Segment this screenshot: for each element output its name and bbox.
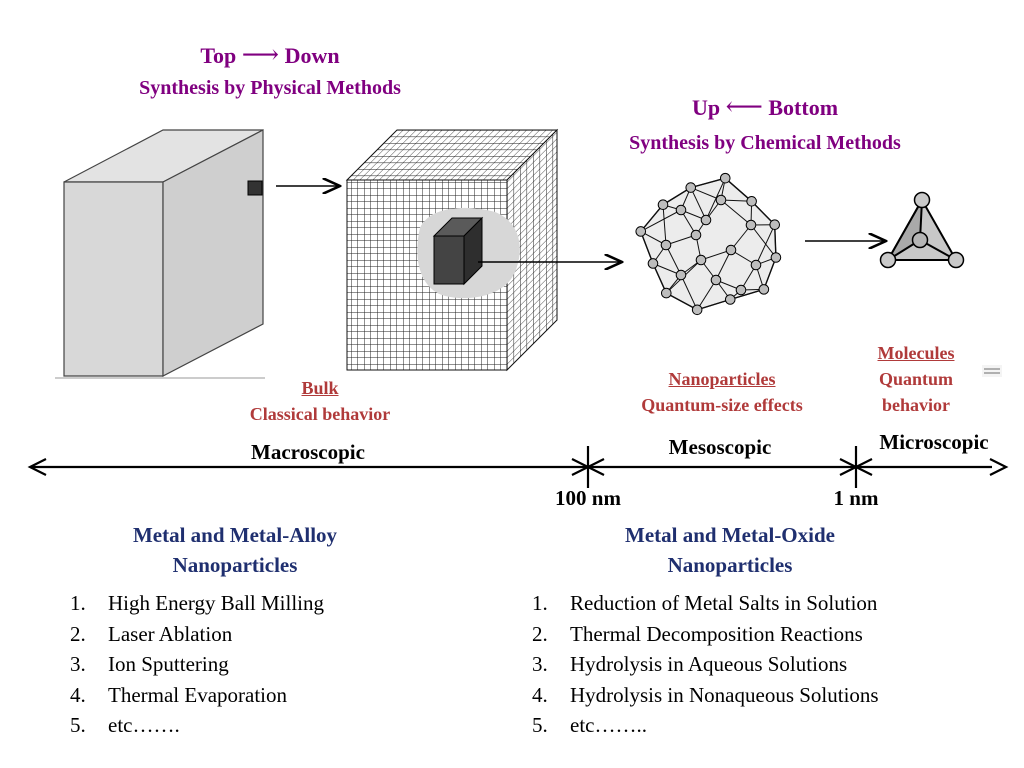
cluster-atom xyxy=(675,269,687,281)
cluster-bond xyxy=(640,231,654,264)
cluster-atom xyxy=(724,294,736,305)
cluster-atom xyxy=(719,172,731,184)
cluster-atom xyxy=(725,244,737,256)
scrap-glyph xyxy=(982,365,1002,377)
list-item: 4.Thermal Evaporation xyxy=(70,682,288,707)
left-methods-heading: Metal and Metal-Alloy Nanoparticles xyxy=(70,520,400,580)
cluster-atom xyxy=(735,284,747,296)
cluster-bond xyxy=(763,257,777,290)
cluster-atom xyxy=(657,199,669,211)
bulk-label: Bulk Classical behavior xyxy=(200,375,440,427)
right-methods-heading: Metal and Metal-Oxide Nanoparticles xyxy=(560,520,900,580)
tick-100nm-label: 100 nm xyxy=(555,486,621,510)
bulk-name: Bulk xyxy=(301,378,339,398)
list-item: 1.High Energy Ball Milling xyxy=(70,591,325,615)
bottom-up-title-left: Up xyxy=(691,95,721,120)
list-item: 4.Hydrolysis in Nonaqueous Solutions xyxy=(532,682,879,707)
size-scale-axis xyxy=(27,446,1009,488)
cluster-bond xyxy=(690,187,707,221)
cluster-bond xyxy=(662,187,691,206)
nanoparticles-behavior: Quantum-size effects xyxy=(641,395,803,415)
tick-1nm-label: 1 nm xyxy=(833,486,879,510)
cluster-atom xyxy=(758,284,770,295)
cluster-bond xyxy=(666,292,698,311)
cluster-bond xyxy=(696,279,717,311)
microscopic-label: Microscopic xyxy=(879,430,989,454)
bulk-behavior: Classical behavior xyxy=(249,404,391,424)
molecules-behavior-1: Quantum xyxy=(878,369,954,389)
cluster-atom xyxy=(745,219,757,231)
list-item: 5.etc…….. xyxy=(532,713,647,737)
top-down-title-left: Top xyxy=(200,43,237,68)
list-item: 1.Reduction of Metal Salts in Solution xyxy=(532,591,878,615)
cluster-bond xyxy=(751,200,776,226)
cluster-bond xyxy=(697,299,731,311)
bottom-up-title-right: Bottom xyxy=(768,95,839,120)
right-heading-line2: Nanoparticles xyxy=(667,553,793,577)
bulk-cube-image xyxy=(55,129,265,379)
left-arrow-icon: ⟵ xyxy=(725,92,763,121)
nanoparticles-label: Nanoparticles Quantum-size effects xyxy=(596,366,848,418)
top-down-title-right: Down xyxy=(284,43,340,68)
molecules-label: Molecules Quantum behavior xyxy=(846,340,986,418)
molecules-name: Molecules xyxy=(877,343,955,363)
nanoparticle-cluster-image xyxy=(635,172,782,316)
left-heading-line1: Metal and Metal-Alloy xyxy=(132,523,338,547)
top-down-title: Top ⟶ Down xyxy=(90,40,450,70)
cluster-atom xyxy=(695,254,707,266)
list-item: 3.Ion Sputtering xyxy=(70,652,229,676)
cluster-bond xyxy=(730,288,765,300)
cluster-bond xyxy=(750,224,777,258)
cluster-atom xyxy=(770,252,782,263)
nanoparticles-name: Nanoparticles xyxy=(668,369,776,389)
cluster-atom xyxy=(769,219,781,231)
cluster-bond xyxy=(665,244,682,276)
right-heading-line1: Metal and Metal-Oxide xyxy=(625,523,835,547)
cluster-bond xyxy=(715,249,732,281)
macroscopic-label: Macroscopic xyxy=(251,440,365,464)
mesoscopic-label: Mesoscopic xyxy=(668,435,772,459)
cluster-atom xyxy=(690,229,702,241)
cluster-atom xyxy=(635,226,647,237)
right-methods-list: 1.Reduction of Metal Salts in Solution 2… xyxy=(532,588,1002,741)
cluster-atom xyxy=(660,239,672,251)
list-item: 2.Thermal Decomposition Reactions xyxy=(532,621,863,646)
bottom-up-subtitle: Synthesis by Chemical Methods xyxy=(629,132,901,154)
cluster-atom xyxy=(685,182,697,193)
cluster-bond xyxy=(652,263,667,294)
cluster-bond xyxy=(730,224,752,251)
cluster-bond xyxy=(705,177,726,221)
molecule-image xyxy=(879,191,965,269)
cluster-atom xyxy=(746,196,757,207)
cluster-atom xyxy=(691,304,703,316)
cluster-atom xyxy=(675,204,687,216)
cluster-atom xyxy=(750,259,762,271)
cluster-bond xyxy=(662,204,667,246)
grid-cube-image xyxy=(345,128,559,372)
cluster-atom xyxy=(660,287,672,299)
cluster-atom xyxy=(700,214,712,226)
list-item: 3.Hydrolysis in Aqueous Solutions xyxy=(532,652,848,676)
right-arrow-icon: ⟶ xyxy=(241,40,280,69)
left-heading-line2: Nanoparticles xyxy=(172,553,298,577)
cluster-atom xyxy=(647,258,659,269)
cluster-bond xyxy=(720,199,752,226)
cluster-bond xyxy=(774,224,777,258)
cluster-atom xyxy=(710,274,722,286)
cluster-bond xyxy=(680,274,698,310)
cluster-bond xyxy=(755,224,776,266)
cluster-atom xyxy=(715,194,727,206)
cluster-bond xyxy=(640,209,682,232)
molecules-behavior-2: behavior xyxy=(881,395,950,415)
cluster-bond xyxy=(640,204,664,232)
cluster-bond xyxy=(690,177,726,189)
list-item: 2.Laser Ablation xyxy=(70,621,233,646)
cluster-bond xyxy=(724,177,752,202)
left-methods-list: 1.High Energy Ball Milling 2.Laser Ablat… xyxy=(70,588,450,741)
list-item: 5.etc……. xyxy=(70,713,180,737)
top-down-subtitle: Synthesis by Physical Methods xyxy=(139,77,401,99)
bottom-up-title: Up ⟵ Bottom xyxy=(580,92,950,122)
